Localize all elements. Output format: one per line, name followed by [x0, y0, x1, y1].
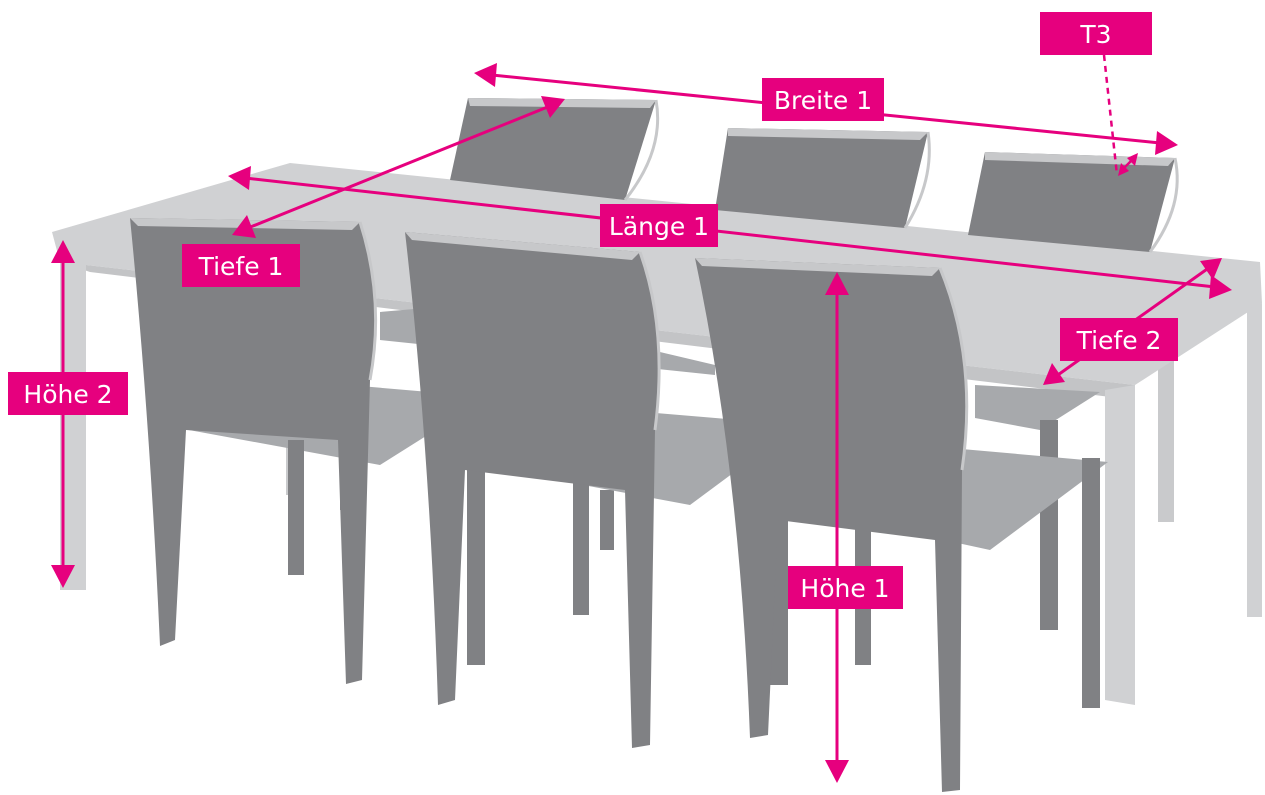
- table-leg-right-side: [1247, 303, 1262, 617]
- laenge1-arrow: [228, 166, 1232, 299]
- dimension-arrows: [51, 54, 1232, 783]
- label-hoehe2-text: Höhe 2: [23, 380, 112, 409]
- label-tiefe2-text: Tiefe 2: [1076, 326, 1162, 355]
- front-chair-right: [695, 258, 1108, 792]
- rear-chair-leg-3: [600, 490, 614, 550]
- label-hoehe1: Höhe 1: [788, 566, 903, 609]
- t3-arrow: [1102, 54, 1138, 176]
- label-tiefe1: Tiefe 1: [182, 244, 300, 287]
- label-t3: T3: [1040, 12, 1152, 55]
- rear-chair-seat-right: [975, 385, 1100, 430]
- label-tiefe2: Tiefe 2: [1060, 318, 1178, 361]
- label-breite1: Breite 1: [762, 78, 884, 121]
- hoehe1-arrow: [825, 272, 849, 783]
- tiefe1-arrow: [232, 96, 565, 238]
- chair-back-1: [450, 98, 660, 201]
- chair-back-2: [715, 128, 931, 229]
- rear-chair-leg: [1040, 420, 1058, 630]
- label-laenge1-text: Länge 1: [609, 212, 709, 241]
- label-breite1-text: Breite 1: [774, 86, 872, 115]
- table-leg-front-right: [1105, 385, 1135, 705]
- label-hoehe1-text: Höhe 1: [800, 574, 889, 603]
- label-tiefe1-text: Tiefe 1: [198, 252, 284, 281]
- label-hoehe2: Höhe 2: [8, 372, 128, 415]
- label-laenge1: Länge 1: [600, 204, 718, 247]
- label-t3-text: T3: [1079, 20, 1111, 49]
- chair-back-3: [968, 152, 1179, 253]
